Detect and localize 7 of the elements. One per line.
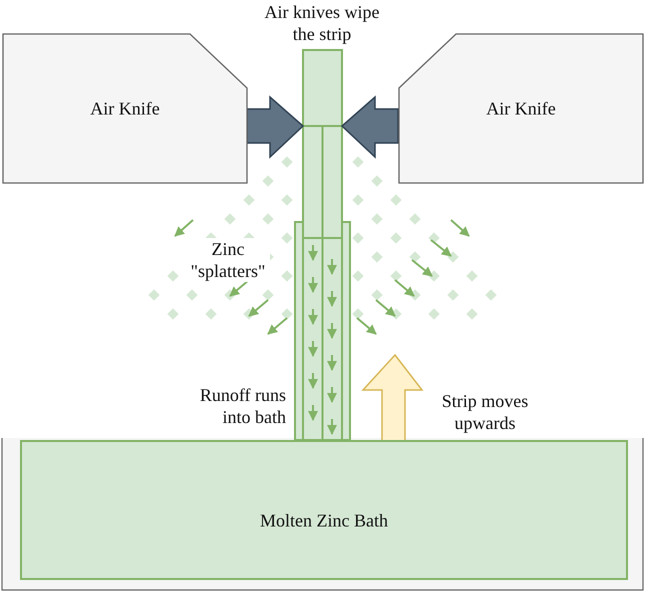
annotation-text: Zinc "splatters" (186, 238, 270, 282)
air-knife-housing (2, 33, 248, 184)
zinc-bath (20, 440, 628, 580)
air-knife-housing (398, 33, 644, 184)
node-label: Air Knife (89, 98, 161, 119)
node-label: Air Knife (485, 98, 557, 119)
node-label: Molten Zinc Bath (259, 510, 389, 532)
